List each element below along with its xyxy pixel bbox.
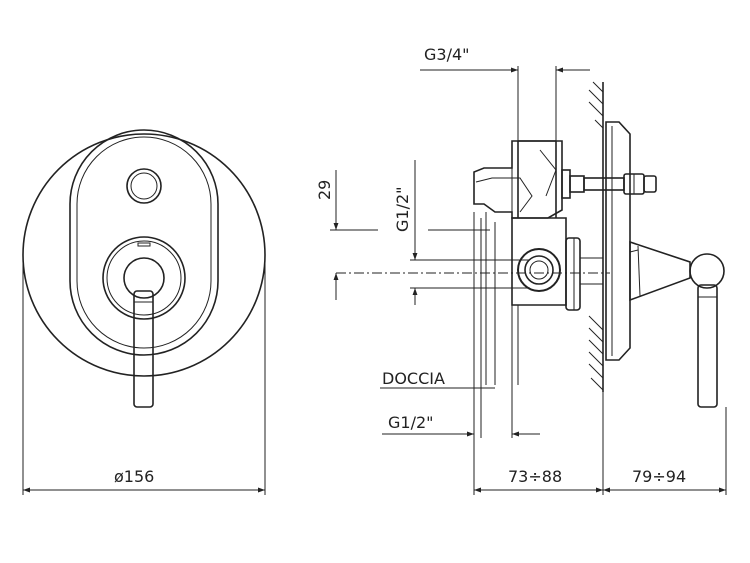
diverter-port-icon [517, 248, 561, 292]
g12-bottom-label: G1/2" [388, 413, 434, 432]
front-view: ø156 [22, 129, 266, 495]
g12-vertical-label: G1/2" [393, 186, 412, 232]
g34-label: G3/4" [424, 45, 470, 64]
handle-base-icon [102, 236, 186, 320]
depth-handle-label: 79÷94 [632, 467, 686, 486]
handle-cone [629, 240, 691, 302]
side-lever-icon [697, 284, 718, 408]
cover-plate-outline [22, 133, 266, 377]
diameter-label: ø156 [114, 467, 154, 486]
handle-knob-icon [689, 253, 725, 289]
inner-plate-inner [76, 136, 212, 349]
lever-handle-icon [133, 290, 154, 408]
depth-body-label: 73÷88 [508, 467, 562, 486]
doccia-label: DOCCIA [382, 369, 445, 388]
inner-plate-outer [69, 129, 219, 356]
diverter-button-icon [126, 168, 162, 204]
side-view: G3/4" G1/2" 29 DOCCIA G1/2" 73÷88 79÷94 [315, 45, 727, 495]
cover-plate-profile [605, 121, 631, 361]
wall-hatching [588, 81, 604, 391]
dim-29-label: 29 [315, 180, 334, 200]
elbow-fitting [473, 140, 563, 219]
